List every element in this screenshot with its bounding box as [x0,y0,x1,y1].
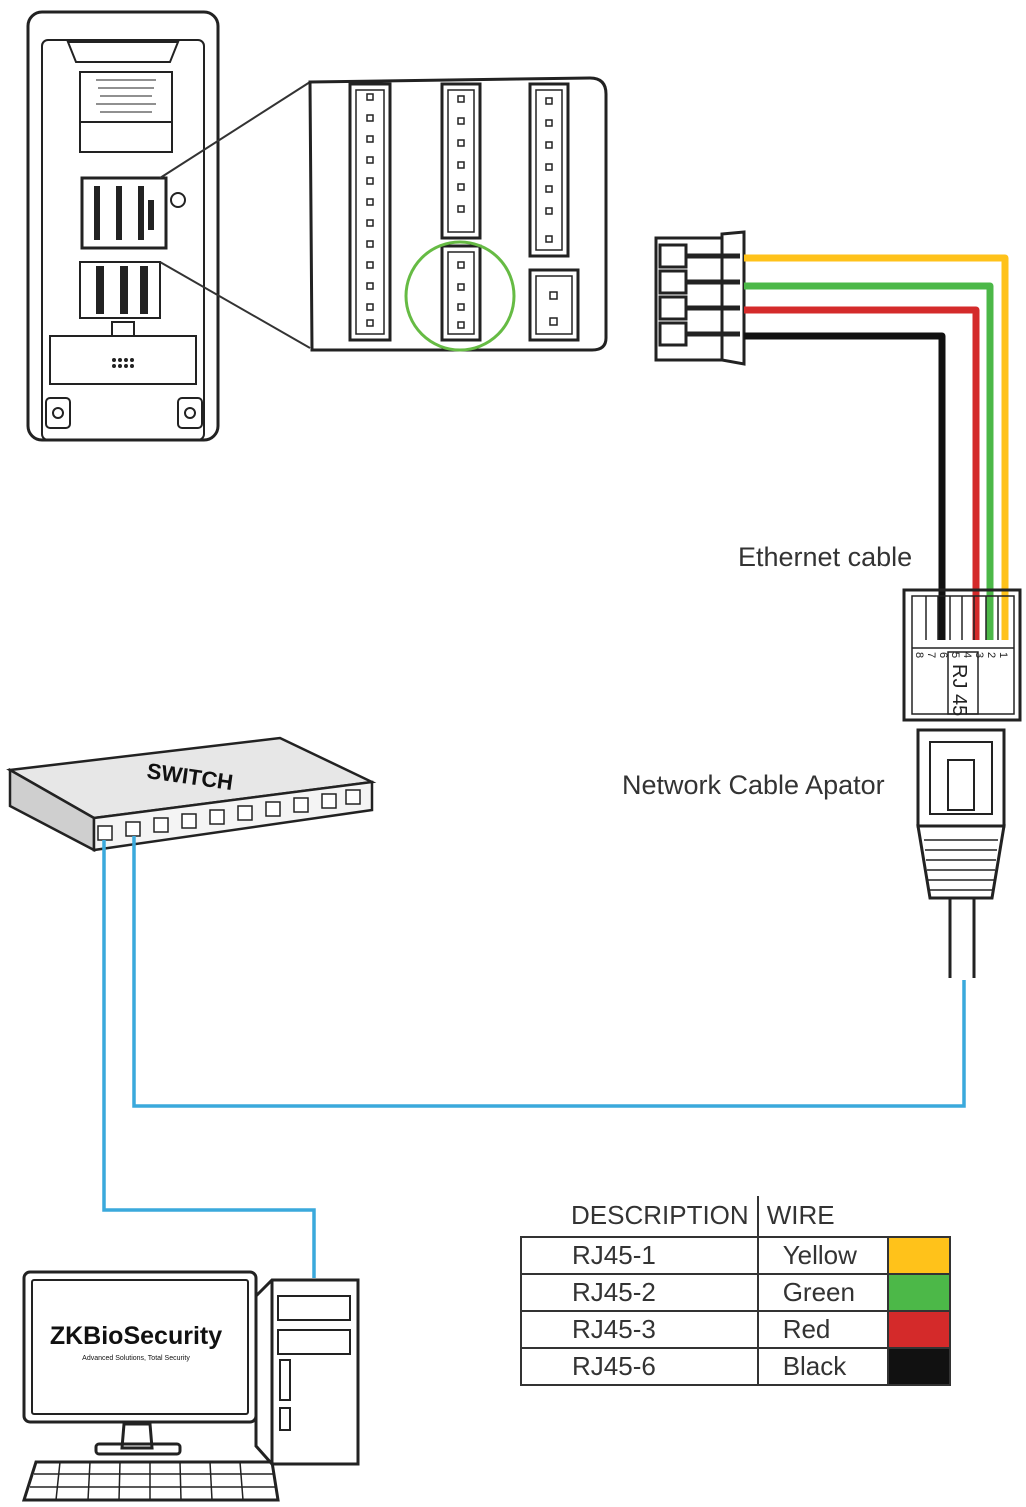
wire-cell: Green [756,1273,889,1312]
table-row: RJ45-6 Black [520,1347,951,1386]
wire-header: WIRE [766,1199,835,1230]
zoomed-connector-panel [308,76,608,352]
wire-yellow [744,254,1009,640]
description-cell: RJ45-6 [520,1347,759,1386]
pin-number: 5 [949,652,961,658]
color-swatch [886,1236,951,1275]
device-back-panel [26,10,220,442]
table-row: RJ45-2 Green [520,1273,951,1312]
description-cell: RJ45-1 [520,1236,759,1275]
colored-wires [744,254,1009,640]
description-cell: RJ45-2 [520,1273,759,1312]
pin-number: 4 [961,652,973,658]
wire-black [744,332,946,640]
wire-red [744,306,980,640]
table-row: RJ45-1 Yellow [520,1236,951,1275]
highlight-circle [404,240,516,352]
wire-cell: Red [756,1310,889,1349]
cable-switch-to-pc [102,840,316,1278]
color-swatch [886,1310,951,1349]
software-brand: ZKBioSecurity [50,1322,222,1350]
network-cable-adapter [916,728,1006,978]
rj45-connector [902,588,1022,722]
color-swatch [886,1273,951,1312]
network-switch [6,736,377,853]
connector-pins [366,93,558,329]
description-header: DESCRIPTION [521,1196,759,1237]
pin-number: 3 [973,652,985,658]
software-tagline: Advanced Solutions, Total Security [82,1355,190,1362]
wire-cell: Black [756,1347,889,1386]
adapter-label: Network Cable Apator [622,770,885,800]
color-swatch [886,1347,951,1386]
rj45-pin-numbers: 8 7 6 5 4 3 2 1 [913,652,1009,658]
rj45-label: RJ 45 [948,664,970,716]
pin-number: 6 [937,652,949,658]
ethernet-cable-label: Ethernet cable [738,542,913,572]
computer [21,1270,360,1502]
four-pin-plug [654,230,746,366]
zoom-lines [159,81,311,349]
pin-number: 7 [925,652,937,658]
wire-cell: Yellow [756,1236,889,1275]
cable-switch-to-adapter [132,836,966,1108]
pin-number: 8 [913,652,925,658]
pin-number: 2 [985,652,997,658]
table-row: RJ45-3 Red [520,1310,951,1349]
network-cables [102,836,966,1278]
description-cell: RJ45-3 [520,1310,759,1349]
wire-color-table: DESCRIPTION WIRE RJ45-1 Yellow RJ45-2 Gr… [520,1196,951,1386]
pin-number: 1 [997,652,1009,658]
wire-green [744,282,994,640]
